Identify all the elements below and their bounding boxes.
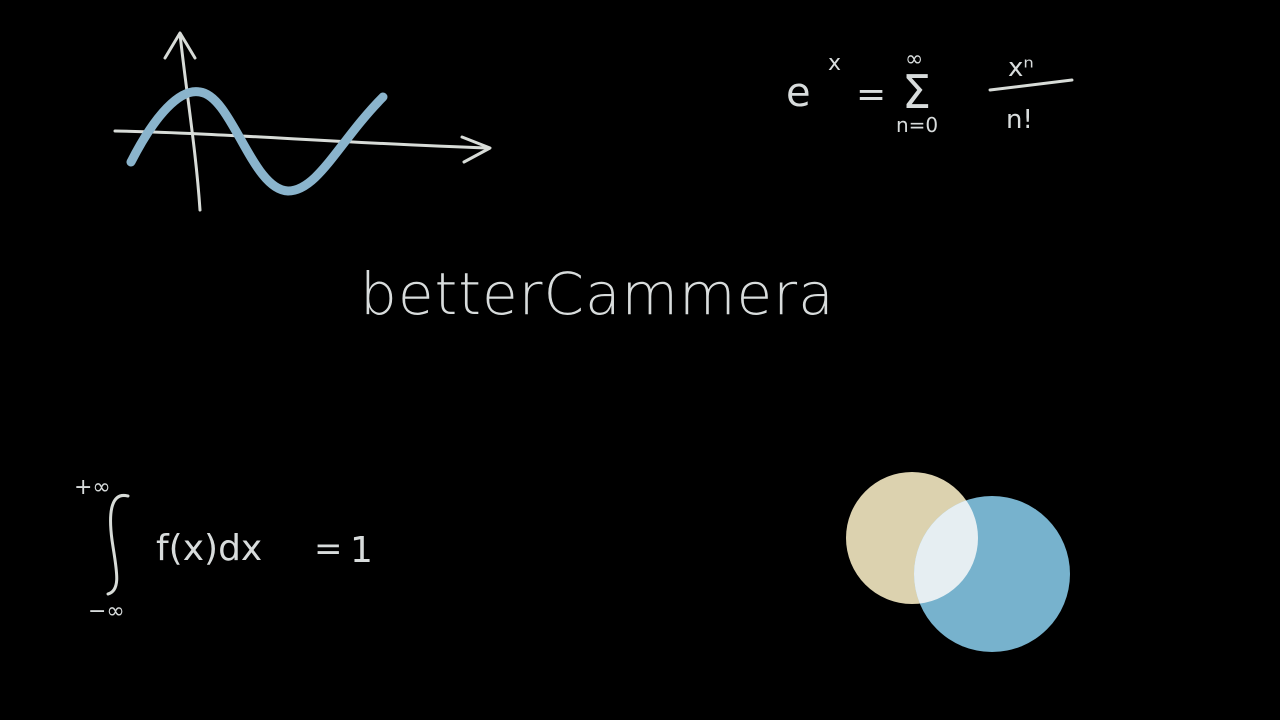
integral-equals: = — [314, 529, 343, 569]
sine-y-axis — [178, 32, 202, 212]
fraction-denominator: n! — [1006, 105, 1033, 135]
fraction-numerator: xⁿ — [1008, 53, 1034, 83]
sum-lower-limit: n=0 — [896, 113, 938, 137]
integral-formula: +∞ −∞ f(x)dx = 1 — [74, 475, 373, 624]
sine-y-axis-arrowhead — [163, 31, 197, 60]
integral-lower-limit: −∞ — [88, 599, 125, 624]
circle-overlap-region — [914, 496, 978, 604]
sine-curve — [126, 87, 388, 196]
exp-exponent: x — [828, 51, 841, 76]
sum-upper-limit: ∞ — [905, 47, 923, 72]
exp-base: e — [786, 70, 811, 116]
exp-equals: = — [856, 74, 886, 115]
integrand: f(x)dx — [156, 528, 262, 569]
integral-result: 1 — [350, 530, 373, 571]
integral-upper-limit: +∞ — [74, 475, 111, 500]
sine-x-axis-arrowhead — [460, 135, 492, 164]
venn-circles-painting — [846, 472, 1070, 652]
sine-wave-sketch — [113, 31, 492, 212]
fraction-bar — [988, 78, 1074, 92]
integral-sign — [106, 493, 130, 596]
exp-series-formula: e x = ∞ Σ n=0 xⁿ n! — [786, 47, 1074, 137]
sum-symbol: Σ — [902, 65, 931, 119]
sine-x-axis — [113, 129, 490, 150]
handwritten-title: betterCammera — [360, 260, 835, 328]
